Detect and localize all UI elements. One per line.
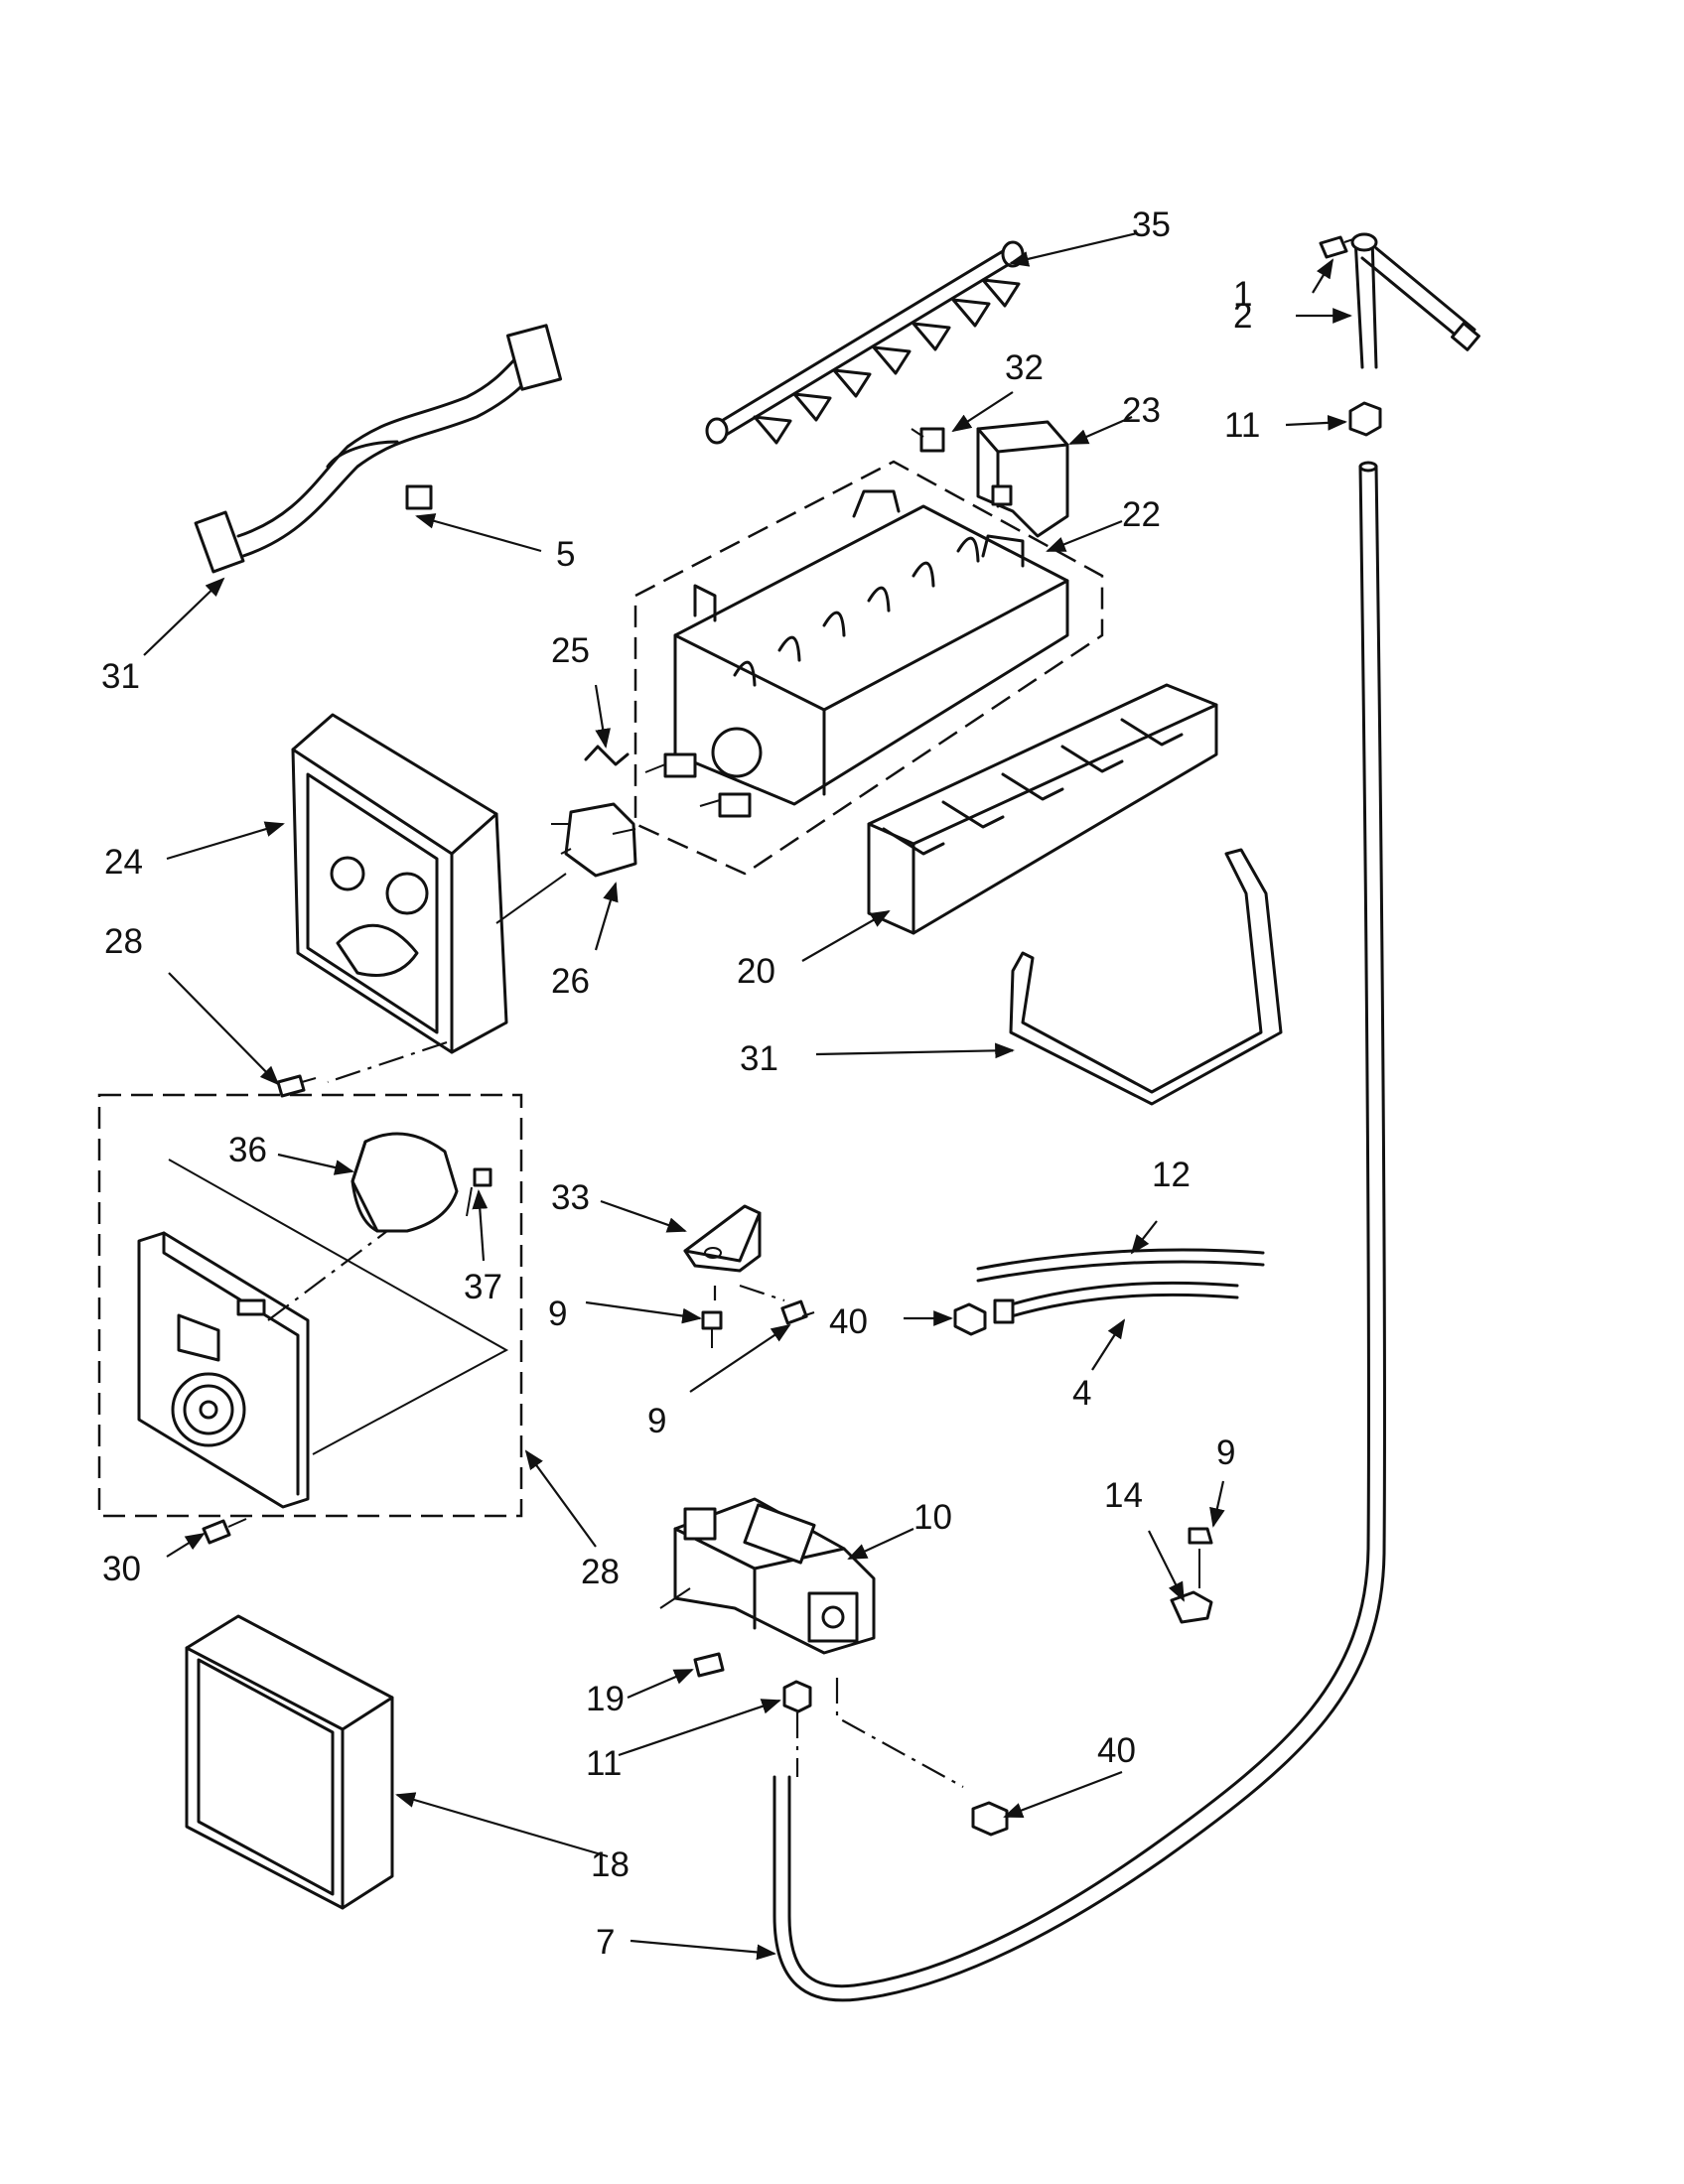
callout-5: 5 (556, 535, 575, 574)
shutoff-arm-31 (1009, 848, 1283, 1106)
callout-9-b: 9 (647, 1402, 666, 1440)
callout-30: 30 (102, 1550, 141, 1588)
nut-11-a (1348, 401, 1382, 437)
nut-40-b (971, 1801, 1009, 1837)
callout-35: 28 (581, 1553, 620, 1591)
callout-19: 19 (586, 1680, 625, 1718)
callout-9-a: 9 (548, 1295, 567, 1333)
screw-28 (276, 1074, 317, 1098)
callout-2: 2 (1233, 297, 1252, 336)
screw-30 (202, 1518, 247, 1545)
callout-36: 32 (1005, 348, 1044, 387)
callout-9-c: 9 (1216, 1433, 1235, 1472)
screw-9-c (1188, 1527, 1213, 1545)
callout-27: 26 (551, 962, 590, 1001)
callout-labels: 35 1 2 11 32 23 22 5 31 25 26 24 28 20 3… (101, 205, 1260, 1962)
wire-harness-32 (194, 324, 563, 574)
tube-7 (772, 461, 1386, 2002)
callout-28: 28 (104, 922, 143, 961)
callout-11-top: 11 (1224, 406, 1260, 445)
callout-10: 10 (913, 1498, 952, 1537)
callout-12: 12 (1152, 1156, 1191, 1194)
callout-24: 20 (737, 952, 775, 991)
callout-33: 33 (551, 1178, 590, 1217)
callout-7: 7 (596, 1923, 615, 1962)
nut-40-a (953, 1302, 987, 1336)
clip-26 (584, 745, 630, 766)
screw-9-b (780, 1299, 815, 1325)
bracket-33 (683, 1204, 785, 1302)
tube-12 (976, 1248, 1265, 1283)
callout-4: 4 (1072, 1374, 1091, 1413)
callout-14: 14 (1104, 1476, 1143, 1515)
ice-mold-20 (633, 460, 1104, 876)
screw-9-a (701, 1310, 723, 1348)
callout-11-bottom: 11 (586, 1744, 622, 1783)
callout-20: 22 (1122, 495, 1161, 534)
fill-cup-22 (976, 420, 1069, 538)
nut-11-b (782, 1678, 964, 1788)
callout-26: 25 (551, 631, 590, 670)
water-valve-10 (659, 1497, 876, 1655)
thermostat-27 (551, 802, 637, 878)
callout-40-a: 40 (829, 1302, 868, 1341)
callout-37: 36 (228, 1131, 267, 1169)
callout-32: 31 (101, 657, 140, 696)
stripper-24 (867, 683, 1218, 935)
callout-18: 18 (591, 1845, 630, 1884)
callout-23: 35 (1132, 205, 1171, 244)
callout-22: 23 (1122, 391, 1161, 430)
filter-cover-18 (185, 1614, 394, 1910)
callout-38: 37 (464, 1268, 502, 1306)
motor-module-35 (97, 1093, 523, 1518)
ejector-shaft-23 (705, 240, 1025, 445)
screw-36 (911, 427, 945, 453)
callout-40-b: 40 (1097, 1731, 1136, 1770)
callout-31: 31 (740, 1039, 778, 1078)
screw-19 (693, 1652, 725, 1678)
callout-25: 24 (104, 843, 143, 882)
tube-2 (1350, 232, 1480, 369)
callout-1: 1 (1233, 275, 1252, 314)
clamp-14 (1170, 1549, 1213, 1624)
tube-4 (993, 1281, 1239, 1324)
leader-lines (143, 231, 1352, 1961)
control-housing-25 (291, 713, 567, 1084)
